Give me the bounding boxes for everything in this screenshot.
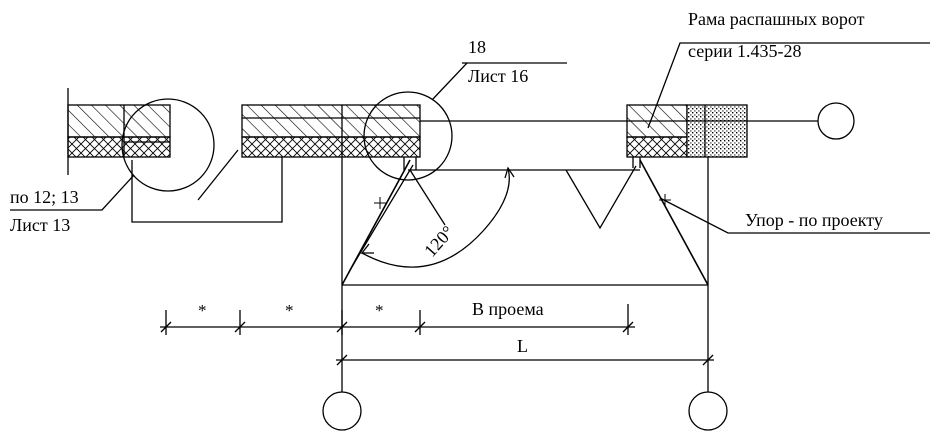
leader-frame xyxy=(647,42,930,129)
grid-bubble-bottom-left xyxy=(322,391,362,431)
angle-line xyxy=(409,169,446,226)
right-wall-segment xyxy=(626,104,748,158)
leaf-right-open xyxy=(639,159,709,286)
leader-left-ref xyxy=(10,174,135,211)
swing-arc xyxy=(361,167,510,268)
opening-label: В проема xyxy=(472,299,544,319)
frame-label-line2: серии 1.435-28 xyxy=(688,41,801,61)
detail-callout-circle-top xyxy=(363,91,453,181)
grid-bubble-bottom-right xyxy=(688,391,728,431)
middle-wall-segment xyxy=(241,104,421,158)
stop-mark-left xyxy=(374,197,386,209)
angle-label: 120° xyxy=(420,222,458,261)
left-ref-line1: по 12; 13 xyxy=(10,187,79,207)
leader-stop xyxy=(659,197,930,234)
frame-label-line1: Рама распашных ворот xyxy=(688,9,865,29)
left-bracket xyxy=(131,157,283,223)
dimension-L xyxy=(336,354,714,366)
leaf-v-notch xyxy=(565,165,637,230)
stop-label: Упор - по проекту xyxy=(745,210,883,230)
dim-star-2: * xyxy=(285,301,294,320)
left-wall-segment xyxy=(67,104,171,158)
detail-callout-circle-left xyxy=(121,98,215,192)
dimension-segments xyxy=(160,304,635,335)
grid-bubble-right xyxy=(817,102,855,140)
diagonal-leader xyxy=(197,149,239,201)
length-label: L xyxy=(517,336,528,356)
left-ref-line2: Лист 13 xyxy=(10,215,70,235)
dim-star-3: * xyxy=(375,301,384,320)
stop-mark-right xyxy=(659,194,671,206)
dim-star-1: * xyxy=(198,301,207,320)
callout-top-line2: Лист 16 xyxy=(468,66,528,86)
callout-top-line1: 18 xyxy=(468,37,486,57)
